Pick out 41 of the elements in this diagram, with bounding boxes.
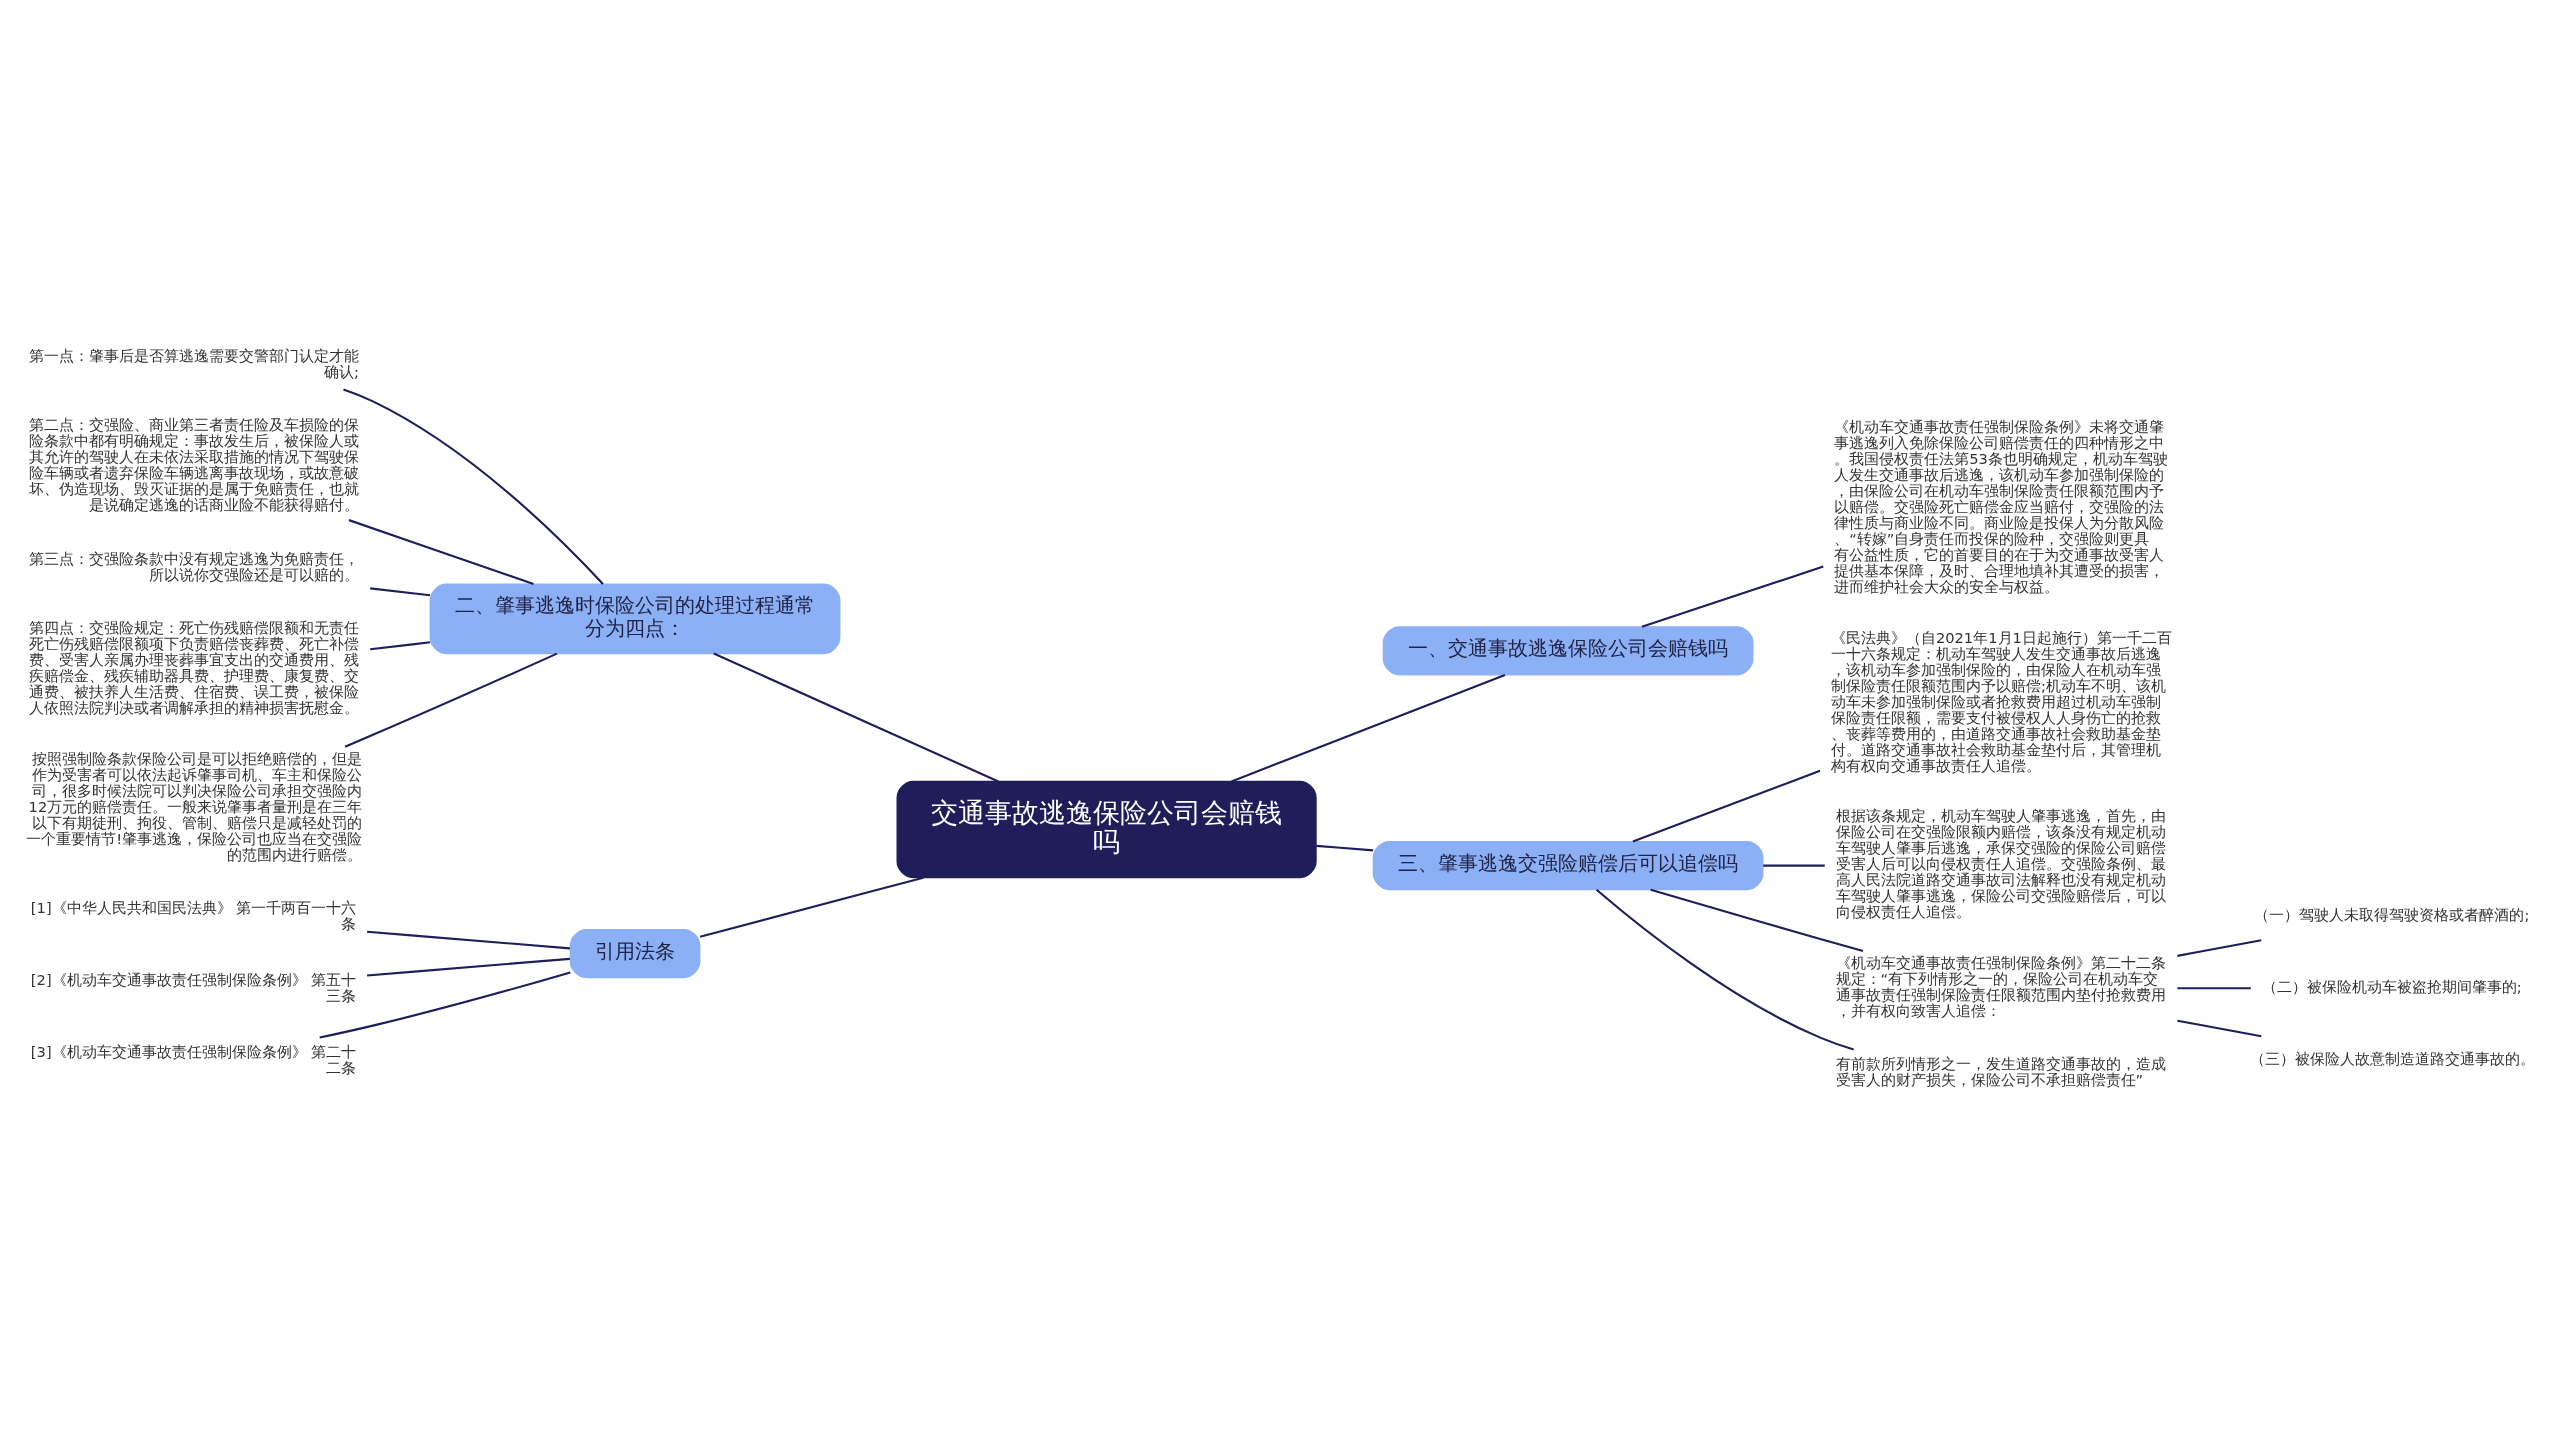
connector [1595, 888, 1854, 1051]
node-text: 第二点：交强险、商业第三者责任险及车损险的保险条款中都有明确规定：事故发生后，被保险人或其允许的驾驶人在未依法采取措施的情况下驾驶保险车辆或者遗弃保险车辆逃离事故现场，或故意破坏、伪造现场、毁灭证据的是属于免赔责任，也就是说确定逃逸的话商业险不能获得赔付。 [28, 416, 359, 514]
node-text: （二）被保险机动车被盗抢期间肇事的; [2261, 978, 2522, 996]
connector [366, 957, 570, 977]
node-text: 第三点：交强险条款中没有规定逃逸为免赔责任，所以说你交强险还是可以赔的。 [28, 549, 359, 583]
connector [1641, 565, 1824, 628]
node-text: 根据该条规定，机动车驾驶人肇事逃逸，首先，由保险公司在交强险限额内赔偿，该条没有规定机动车驾驶人肇事后逃逸，承保交强险的保险公司赔偿受害人后可以向侵权责任人追偿。交强险条例、最高人民法院道路交通事故司法解释也没有规定机动车驾驶人肇事逃逸，保险公司交强险赔偿后，可以向侵权责任人追偿。 [1835, 807, 2166, 921]
connector [366, 930, 570, 950]
node-text: [1]《中华人民共和国民法典》 第一千两百一十六条 [30, 899, 357, 933]
node-box: 引用法条 [569, 928, 701, 979]
connector [2177, 939, 2262, 957]
node-text: [3]《机动车交通事故责任强制保险条例》 第二十二条 [30, 1043, 357, 1077]
connector [699, 876, 924, 938]
node-text: 第四点：交强险规定：死亡伤残赔偿限额和无责任死亡伤残赔偿限额项下负责赔偿丧葬费、死亡补偿费、受害人亲属办理丧葬事宜支出的交通费用、残疾赔偿金、残疾辅助器具费、护理费、康复费、交通费、被扶养人生活费、住宿费、误工费，被保险人依照法院判决或者调解承担的精神损害抚慰金。 [28, 619, 359, 717]
node-text: 第一点：肇事后是否算逃逸需要交警部门认定才能确认; [28, 347, 359, 381]
node-text: 有前款所列情形之一，发生道路交通事故的，造成受害人的财产损失，保险公司不承担赔偿责任” [1835, 1055, 2166, 1089]
connector [370, 641, 431, 651]
node-text: 《民法典》（自2021年1月1日起施行）第一千二百一十六条规定：机动车驾驶人发生交通事故后逃逸，该机动车参加强制保险的，由保险人在机动车强制保险责任限额范围内予以赔偿;机动车不明、该机动车未参加强制保险或者抢救费用超过机动车强制保险责任限额，需要支付被侵权人人身伤亡的抢救、丧葬等费用的，由道路交通事故社会救助基金垫付。道路交通事故社会救助基金垫付后，其管理机构有权向交通事故责任人追偿。 [1830, 628, 2172, 774]
node-text: （一）驾驶人未取得驾驶资格或者醉酒的; [2254, 905, 2530, 923]
connector [2177, 987, 2251, 990]
node-text: [2]《机动车交通事故责任强制保险条例》 第五十三条 [30, 971, 357, 1005]
node-box: 二、肇事逃逸时保险公司的处理过程通常分为四点： [429, 583, 841, 655]
node-box: 交通事故逃逸保险公司会赔钱吗 [896, 780, 1317, 879]
node-text: 按照强制险条款保险公司是可以拒绝赔偿的，但是作为受害者可以依法起诉肇事司机、车主和保险公司，很多时候法院可以判决保险公司承担交强险内12万元的赔偿责任。一般来说肇事者量刑是在三年以下有期徒刑、拘役、管制、赔偿只是减轻处罚的一个重要情节!肇事逃逸，保险公司也应当在交强险的范围内进行赔偿。 [26, 749, 363, 863]
connector [348, 519, 534, 586]
connector [343, 388, 604, 585]
connector [1231, 673, 1506, 783]
connector [319, 971, 571, 1039]
connector [2177, 1019, 2262, 1038]
node-text: （三）被保险人故意制造道路交通事故的。 [2249, 1050, 2535, 1068]
connector [1763, 864, 1825, 867]
connector [1632, 769, 1821, 843]
connector [344, 652, 558, 748]
connector [1650, 888, 1864, 952]
connector [370, 587, 431, 597]
node-box: 三、肇事逃逸交强险赔偿后可以追偿吗 [1372, 840, 1764, 891]
node-box: 一、交通事故逃逸保险公司会赔钱吗 [1382, 626, 1754, 676]
connector [1316, 844, 1374, 852]
node-text: 《机动车交通事故责任强制保险条例》未将交通肇事逃逸列入免除保险公司赔偿责任的四种情形之中。我国侵权责任法第53条也明确规定，机动车驾驶人发生交通事故后逃逸，该机动车参加强制保险的，由保险公司在机动车强制保险责任限额范围内予以赔偿。交强险死亡赔偿金应当赔付，交强险的法律性质与商业险不同。商业险是投保人为分散风险、“转嫁”自身责任而投保的险种，交强险则更具有公益性质，它的首要目的在于为交通事故受害人提供基本保障，及时、合理地填补其遭受的损害，进而维护社会大众的安全与权益。 [1834, 417, 2168, 595]
connector [713, 652, 999, 783]
node-text: 《机动车交通事故责任强制保险条例》第二十二条规定：“有下列情形之一的，保险公司在机动车交通事故责任强制保险责任限额范围内垫付抢救费用，并有权向致害人追偿： [1835, 954, 2166, 1020]
